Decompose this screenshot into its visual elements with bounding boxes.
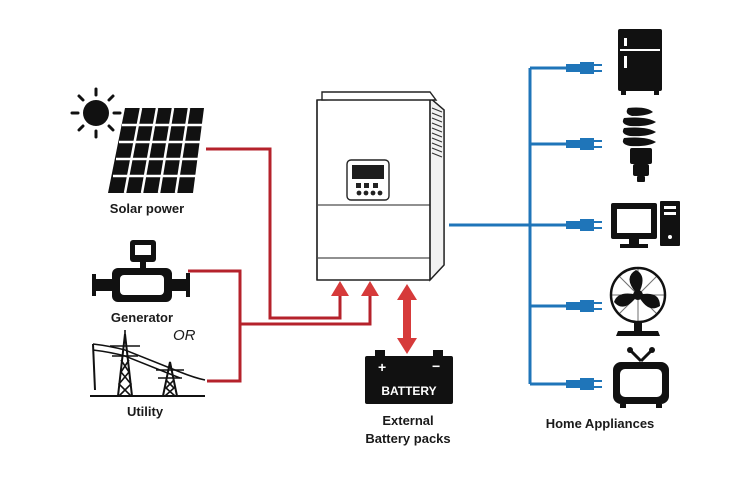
- generator-label: Generator: [110, 310, 174, 325]
- battery-label-line1: External: [382, 413, 434, 428]
- plug-icon: [566, 219, 602, 231]
- inverter-icon: [316, 91, 445, 282]
- plug-icon: [566, 138, 602, 150]
- utility-wire: [207, 295, 372, 383]
- plug-icon: [566, 62, 602, 74]
- sun-icon: [70, 87, 122, 139]
- battery-plate-text: BATTERY: [381, 384, 436, 398]
- solar-panel-icon: [108, 107, 204, 194]
- home-appliances-label: Home Appliances: [545, 416, 655, 431]
- svg-text:−: −: [432, 358, 440, 374]
- svg-text:+: +: [378, 359, 386, 375]
- plug-icon: [566, 300, 602, 312]
- generator-icon: [92, 240, 190, 302]
- source-wiring: [188, 147, 372, 383]
- refrigerator-icon: [618, 29, 662, 95]
- solar-wire: [206, 147, 342, 320]
- battery-arrow: [397, 284, 417, 354]
- battery-label-line2: Battery packs: [365, 431, 451, 446]
- generator-wire: [188, 269, 242, 324]
- or-label: OR: [173, 327, 196, 344]
- television-icon: [613, 347, 669, 408]
- appliance-wiring: [449, 66, 566, 386]
- computer-icon: [611, 201, 680, 248]
- plug-icon: [566, 378, 602, 390]
- fan-icon: [609, 266, 667, 336]
- solar-power-label: Solar power: [109, 201, 185, 216]
- grid-input-arrow: [361, 281, 379, 296]
- utility-label: Utility: [126, 404, 164, 419]
- utility-pylon-icon: [90, 330, 206, 397]
- battery-icon: + − BATTERY: [365, 350, 453, 404]
- light-bulb-icon: [622, 107, 656, 182]
- plug-icons: [566, 62, 602, 390]
- inverter-input-arrows: [331, 281, 379, 296]
- solar-input-arrow: [331, 281, 349, 296]
